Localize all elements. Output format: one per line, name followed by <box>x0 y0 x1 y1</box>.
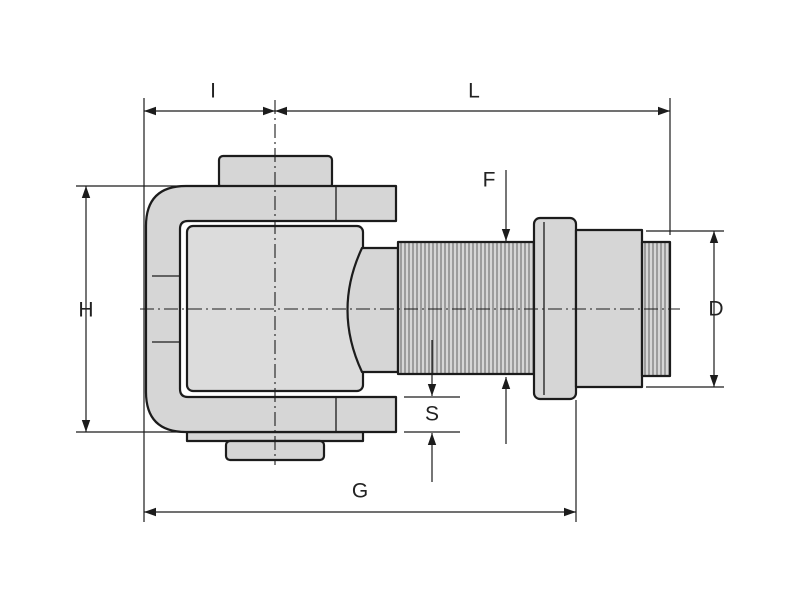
dim-label-d: D <box>708 298 723 321</box>
dim-label-f: F <box>483 169 496 192</box>
threaded-shank <box>396 240 538 376</box>
dim-label-i: I <box>210 80 216 103</box>
bolt-neck <box>346 246 400 374</box>
dim-label-s: S <box>425 403 439 426</box>
dim-label-h: H <box>78 299 93 322</box>
hinge-part <box>144 154 672 462</box>
dim-label-g: G <box>352 480 368 503</box>
u-strap <box>144 184 398 434</box>
dim-label-l: L <box>468 80 480 103</box>
